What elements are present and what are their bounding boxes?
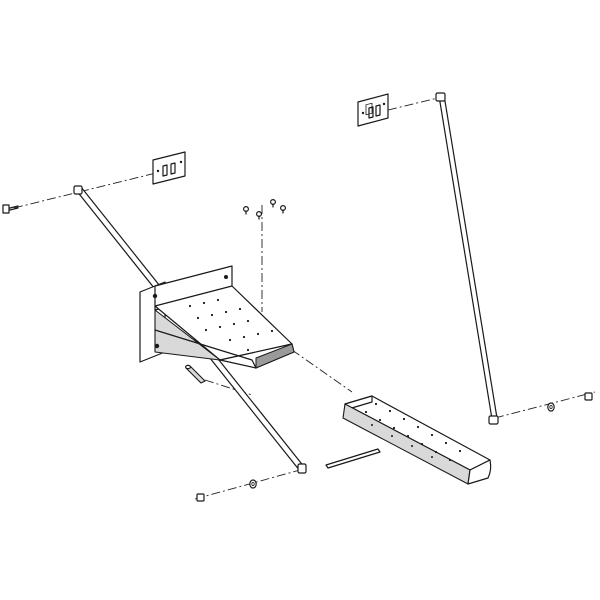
tread-holes — [364, 402, 462, 462]
support-rod-right — [435, 92, 499, 425]
bolt — [2, 204, 19, 214]
wall-plate-left — [152, 151, 186, 185]
wall-bracket — [139, 265, 295, 369]
washer — [249, 479, 257, 489]
washer — [547, 402, 555, 412]
step-tread — [342, 395, 492, 485]
dowel-rod — [325, 448, 381, 469]
bracket-holes — [188, 298, 274, 352]
screw — [256, 211, 263, 220]
screw — [243, 206, 250, 215]
screw — [270, 199, 277, 208]
wall-plate-right — [357, 93, 389, 127]
center-lines — [13, 96, 596, 500]
right-hardware — [547, 392, 593, 412]
nut — [196, 493, 205, 502]
mounting-screws — [243, 199, 287, 220]
connector-pin — [185, 364, 206, 384]
nut — [584, 392, 593, 401]
left-hardware — [196, 479, 257, 502]
screw — [280, 205, 287, 214]
